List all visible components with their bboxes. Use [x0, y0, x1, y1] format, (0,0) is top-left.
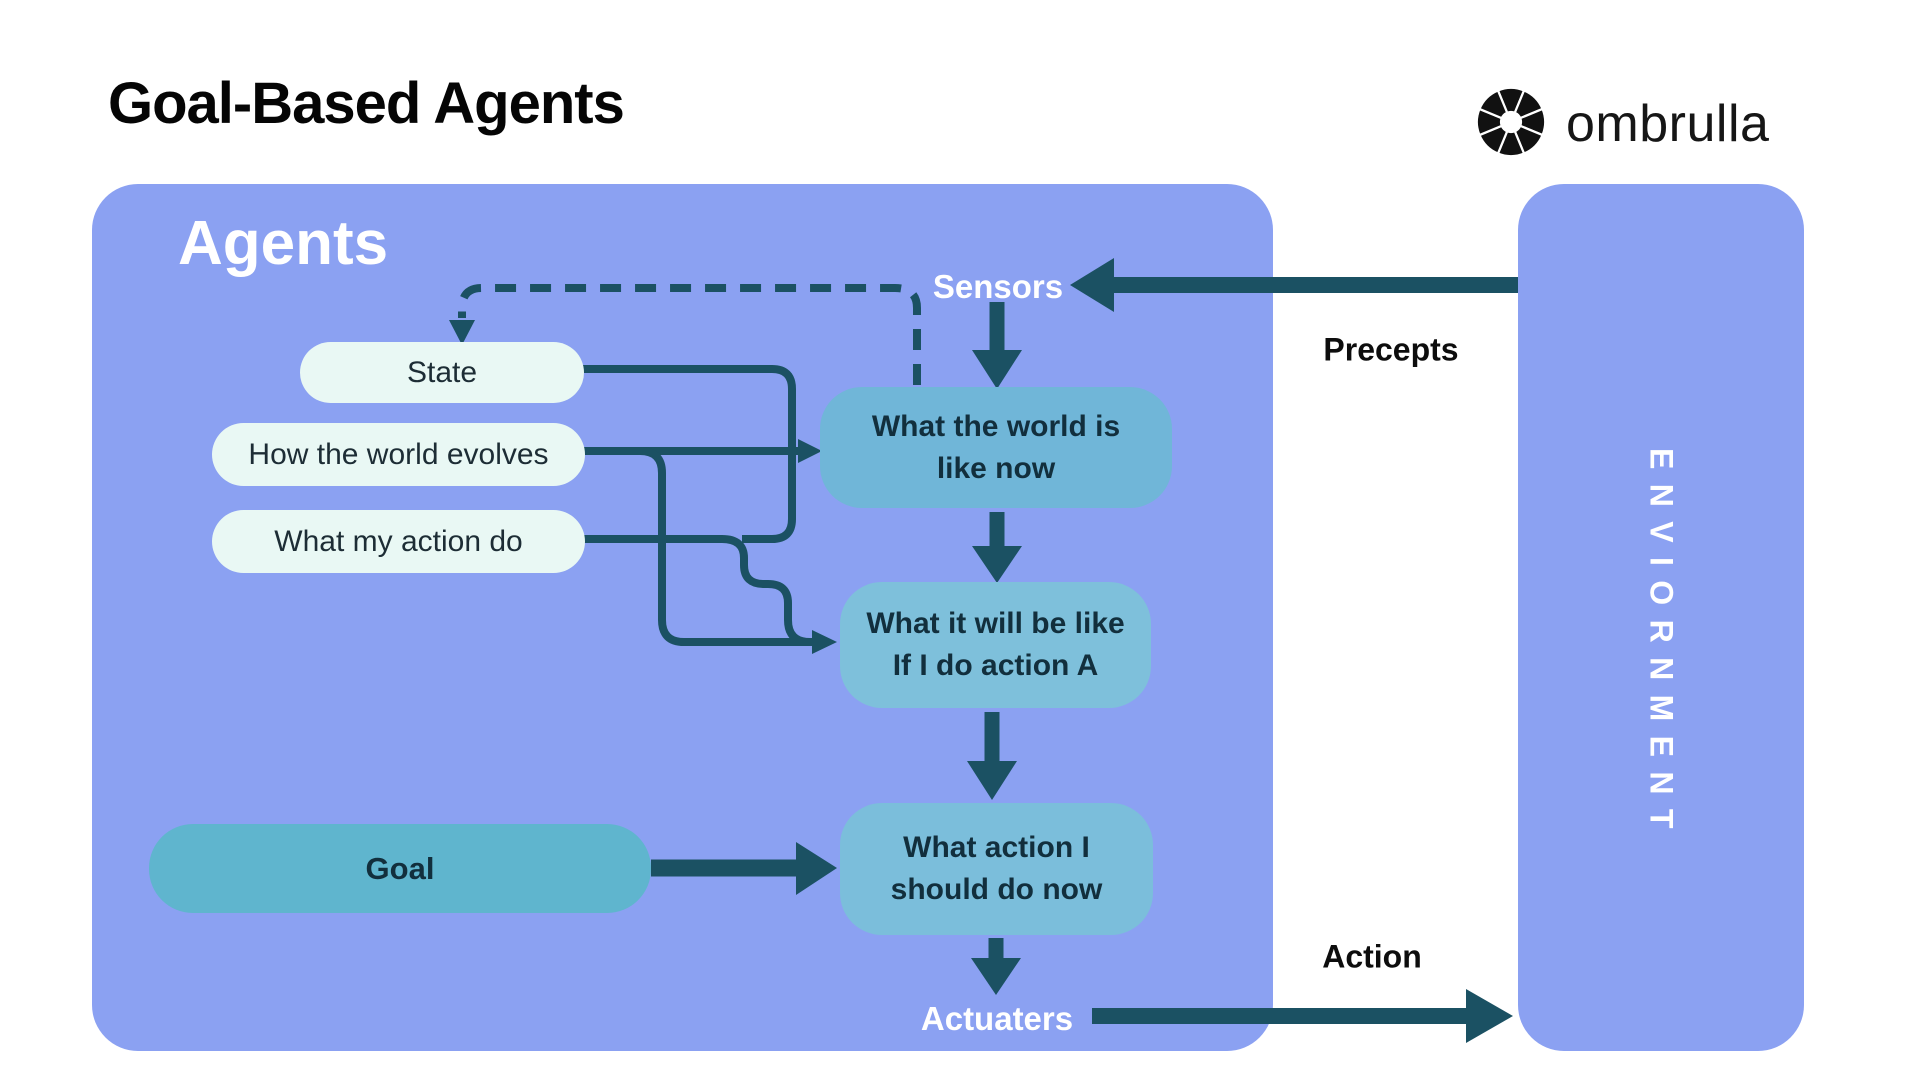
node-what-my-action-do: What my action do: [212, 510, 585, 573]
node-what-action-should-do: What action I should do now: [840, 803, 1153, 935]
node-how-world-evolves: How the world evolves: [212, 423, 585, 486]
actuaters-label: Actuaters: [920, 1000, 1074, 1037]
node-what-it-will-be-like: What it will be like If I do action A: [840, 582, 1151, 708]
brand-logo: ombrulla: [1474, 86, 1820, 162]
sensors-label: Sensors: [932, 268, 1064, 305]
umbrella-logo-icon: [1474, 84, 1548, 165]
brand-name: ombrulla: [1566, 95, 1770, 153]
node-world-like-now: What the world is like now: [820, 387, 1172, 508]
node-goal: Goal: [149, 824, 651, 913]
action-label: Action: [1322, 938, 1422, 975]
node-state: State: [300, 342, 584, 403]
page-title: Goal-Based Agents: [108, 71, 625, 136]
environment-panel: [1518, 184, 1804, 1051]
agents-panel-label: Agents: [178, 209, 389, 278]
precepts-label: Precepts: [1323, 331, 1459, 368]
environment-panel-label: ENVIORNMENT: [1643, 448, 1680, 843]
